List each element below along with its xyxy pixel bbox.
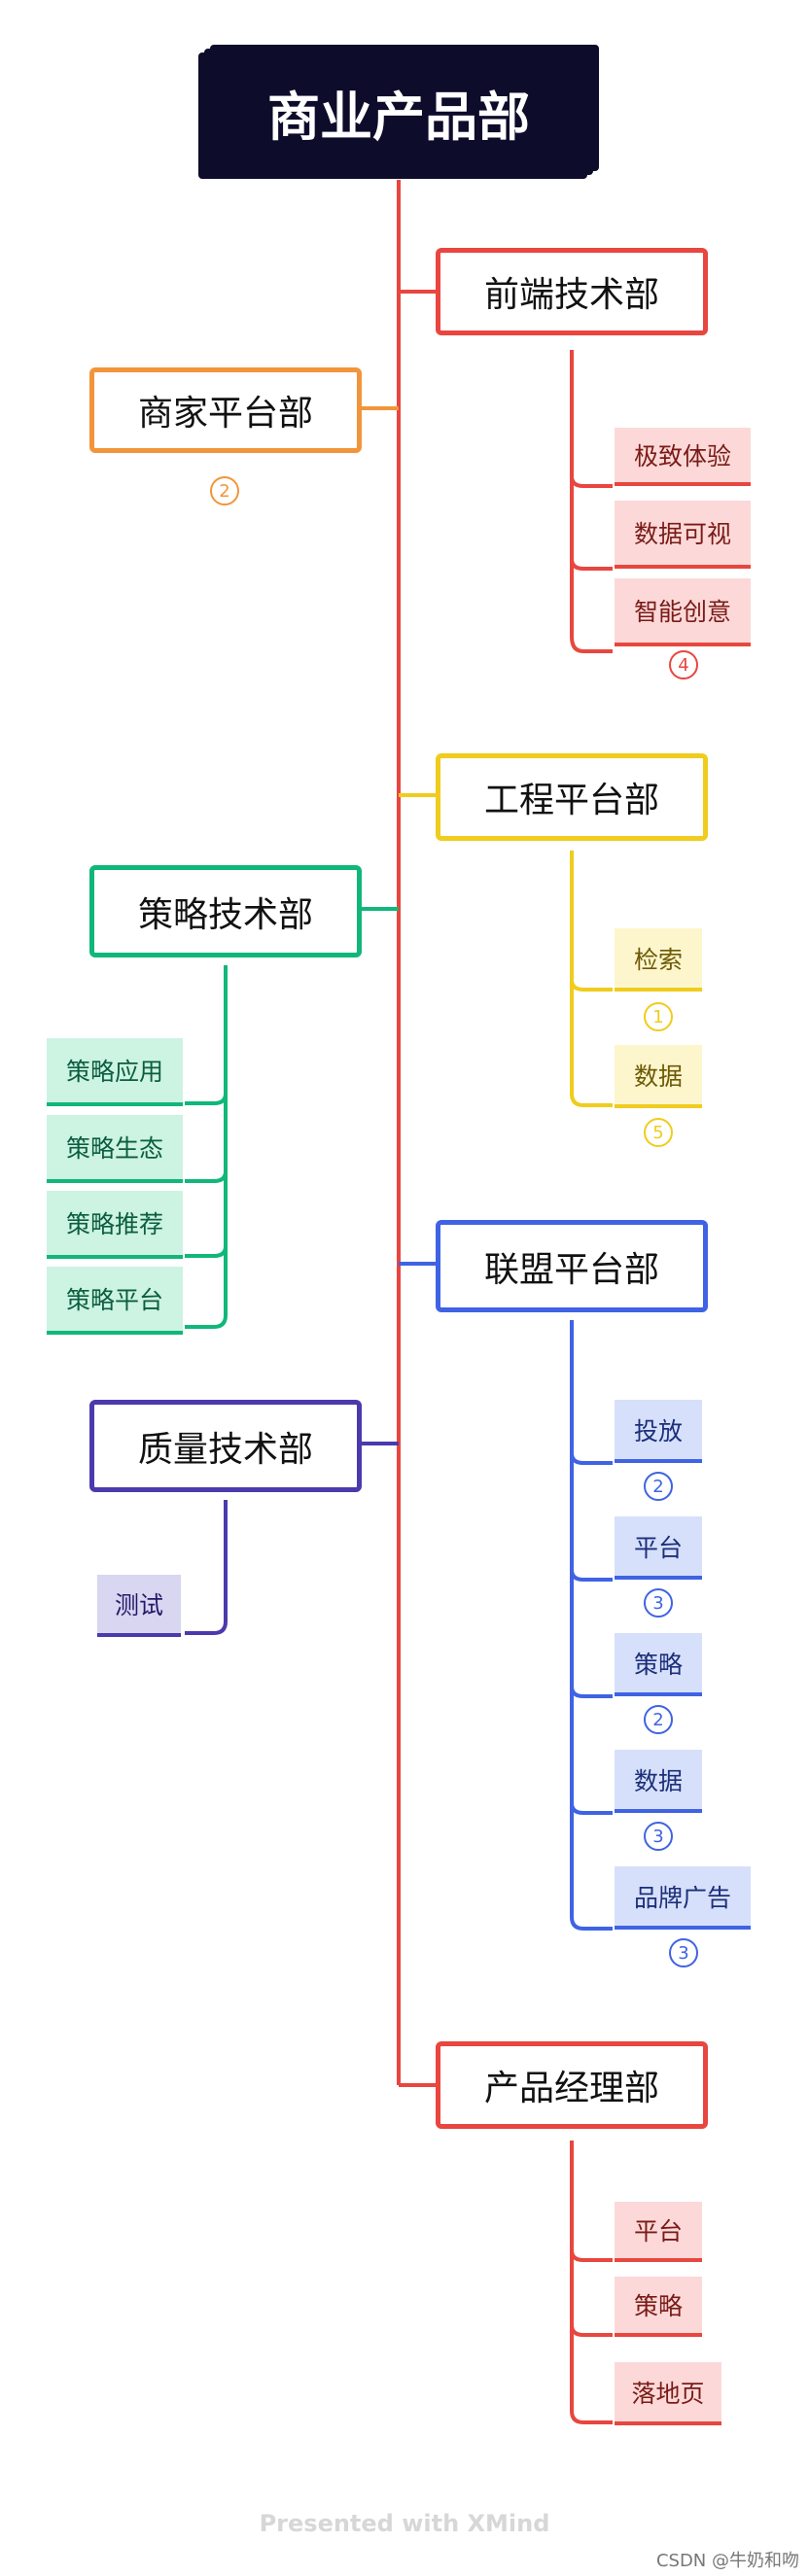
subtree-alliance [570,1320,613,1931]
subtree-engineering [570,851,613,1107]
leaf-alliance-1[interactable]: 投放 [615,1400,702,1463]
badge-merchant: 2 [210,476,239,505]
leaf-frontend-3[interactable]: 智能创意 [615,578,751,646]
badge-engineering-1: 1 [644,1002,673,1031]
leaf-alliance-4[interactable]: 数据 [615,1750,702,1813]
dept-frontend[interactable]: 前端技术部 [436,248,708,335]
badge-frontend: 4 [669,650,698,679]
leaf-product-3[interactable]: 落地页 [615,2362,721,2425]
dept-merchant[interactable]: 商家平台部 [89,367,362,453]
badge-alliance-4: 3 [644,1822,673,1851]
leaf-alliance-3[interactable]: 策略 [615,1633,702,1696]
dept-quality[interactable]: 质量技术部 [89,1400,362,1492]
badge-alliance-2: 3 [644,1588,673,1618]
leaf-frontend-1[interactable]: 极致体验 [615,428,751,486]
dept-engineering[interactable]: 工程平台部 [436,753,708,841]
badge-alliance-3: 2 [644,1705,673,1734]
leaf-alliance-5[interactable]: 品牌广告 [615,1866,751,1930]
subtree-strategy [185,965,228,1329]
badge-engineering-2: 5 [644,1118,673,1147]
watermark-text: CSDN @牛奶和吻 [655,2551,799,2571]
badge-alliance-1: 2 [644,1472,673,1501]
root-topic[interactable]: 商业产品部 [204,49,593,175]
leaf-strategy-2[interactable]: 策略生态 [47,1115,183,1183]
dept-product[interactable]: 产品经理部 [436,2041,708,2129]
leaf-frontend-2[interactable]: 数据可视 [615,501,751,569]
subtree-frontend [570,350,613,653]
subtree-quality [185,1500,228,1635]
dept-strategy[interactable]: 策略技术部 [89,865,362,957]
subtree-product [570,2141,613,2424]
leaf-product-1[interactable]: 平台 [615,2202,702,2262]
badge-alliance-5: 3 [669,1938,698,1967]
leaf-strategy-3[interactable]: 策略推荐 [47,1191,183,1259]
leaf-engineering-1[interactable]: 检索 [615,928,702,992]
leaf-engineering-2[interactable]: 数据 [615,1045,702,1108]
leaf-alliance-2[interactable]: 平台 [615,1516,702,1580]
footer-credit: Presented with XMind [259,2510,550,2537]
leaf-strategy-4[interactable]: 策略平台 [47,1267,183,1335]
leaf-quality-1[interactable]: 测试 [97,1575,181,1637]
leaf-strategy-1[interactable]: 策略应用 [47,1038,183,1106]
leaf-product-2[interactable]: 策略 [615,2277,702,2337]
dept-alliance[interactable]: 联盟平台部 [436,1220,708,1312]
